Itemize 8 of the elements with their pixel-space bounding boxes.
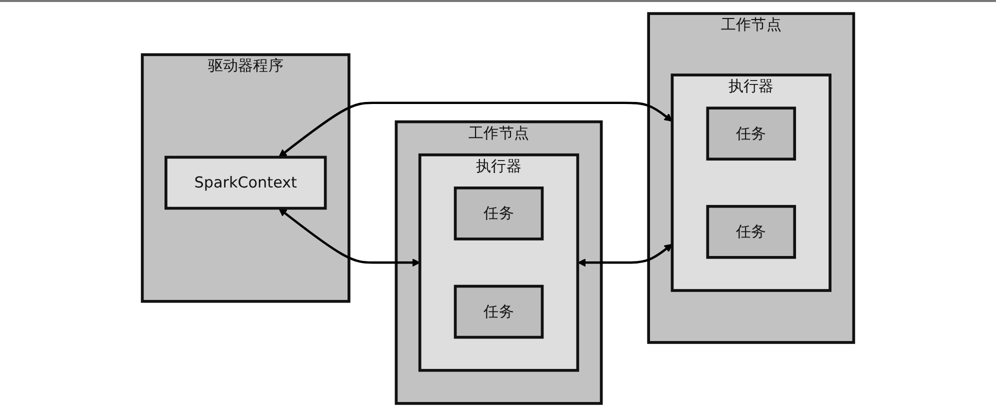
- arrow: [578, 244, 673, 267]
- node-box: 任务: [454, 284, 544, 339]
- node-box: 任务: [706, 106, 796, 161]
- arrow: [278, 208, 420, 267]
- arrow: [278, 102, 673, 158]
- node-box: 任务: [706, 204, 796, 259]
- node-box: 任务: [454, 186, 544, 240]
- node-box: SparkContext: [164, 156, 327, 210]
